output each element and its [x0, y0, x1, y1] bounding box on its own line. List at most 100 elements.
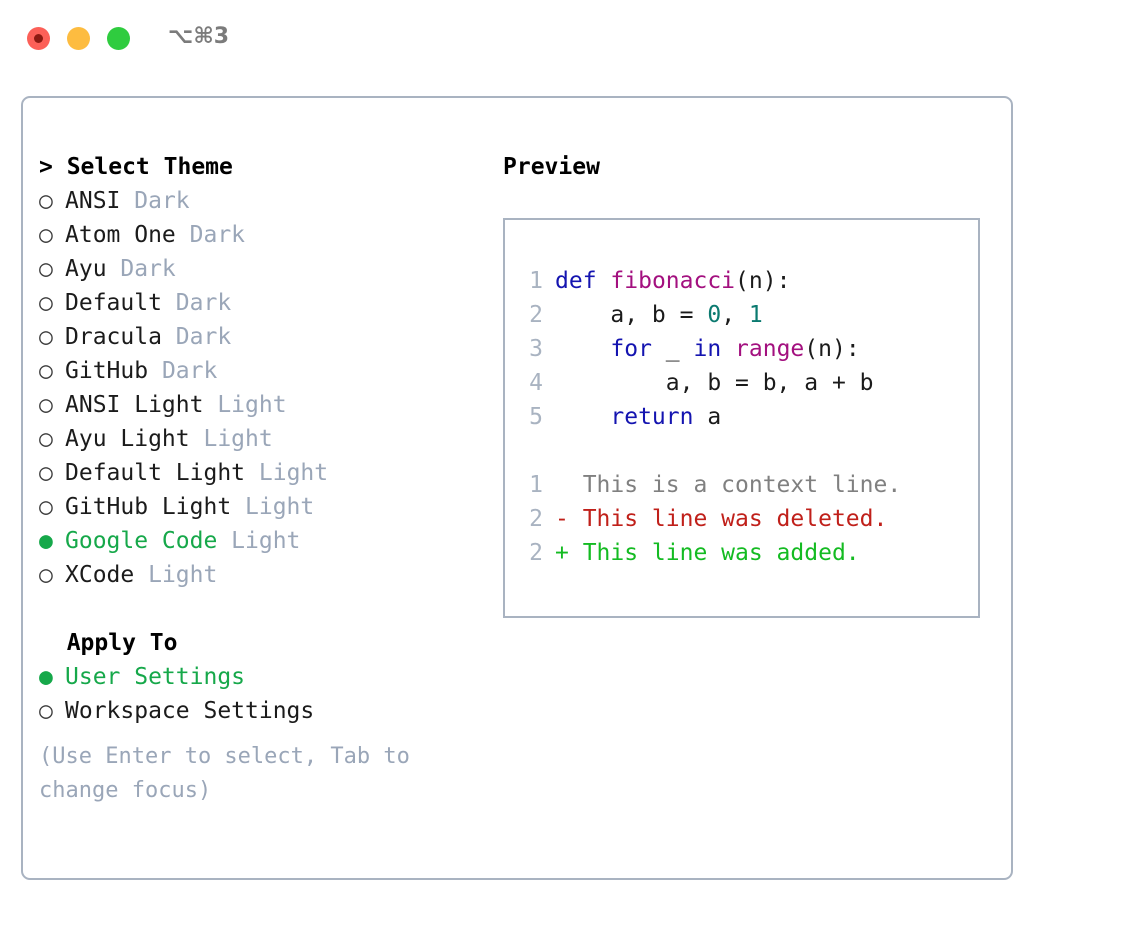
theme-option-label: XCode	[65, 562, 149, 588]
theme-option-tag: Light	[148, 562, 218, 588]
theme-option-github-light[interactable]: ○GitHub Light Light	[39, 490, 469, 524]
code-token	[555, 336, 610, 362]
code-token: a, b = b, a + b	[555, 370, 874, 396]
apply-to-option-label: Workspace Settings	[65, 698, 315, 724]
radio-unselected-icon: ○	[39, 290, 53, 316]
minimize-button[interactable]	[67, 27, 90, 50]
code-diff-separator	[519, 434, 901, 468]
theme-option-tag: Light	[231, 528, 301, 554]
theme-option-label: ANSI Light	[65, 392, 218, 418]
theme-option-label: Dracula	[65, 324, 176, 350]
theme-option-default[interactable]: ○ Default Dark	[39, 286, 469, 320]
line-number: 2	[529, 302, 543, 328]
line-number: 2	[529, 540, 543, 566]
line-number: 3	[529, 336, 543, 362]
preview-title: Preview	[503, 154, 600, 180]
apply-to-section: Apply To ● User Settings ○ Workspace Setting…	[39, 626, 469, 728]
code-token: 1	[748, 302, 763, 328]
theme-option-label: Default Light	[65, 460, 259, 486]
line-number: 1	[529, 268, 543, 294]
theme-option-tag: Dark	[134, 188, 190, 214]
radio-unselected-icon: ○	[39, 188, 53, 214]
radio-unselected-icon: ○	[39, 460, 53, 486]
theme-option-tag: Dark	[161, 358, 218, 384]
code-line: 3 for _ in range(n):	[519, 332, 901, 366]
close-button[interactable]	[27, 27, 50, 50]
radio-selected-icon: ●	[39, 528, 53, 554]
theme-option-ayu[interactable]: ○Ayu Dark	[39, 252, 469, 286]
diff-line-add: 2 + This line was added.	[519, 536, 901, 570]
code-token: def	[555, 268, 597, 294]
theme-picker-column: > Select Theme○ANSI Dark○Atom One Dark○A…	[39, 150, 469, 808]
theme-option-label: GitHub	[65, 358, 162, 384]
code-token: range	[735, 336, 805, 362]
theme-list-header: > Select Theme	[39, 154, 233, 180]
apply-to-option-workspace-settings[interactable]: ○ Workspace Settings	[39, 694, 469, 728]
radio-unselected-icon: ○	[39, 562, 53, 588]
theme-option-github[interactable]: ○ GitHub Dark	[39, 354, 469, 388]
code-token: return	[610, 404, 694, 430]
code-token: for	[610, 336, 652, 362]
theme-option-tag: Light	[217, 392, 287, 418]
theme-option-google-code[interactable]: ● Google Code Light	[39, 524, 469, 558]
radio-unselected-icon: ○	[39, 324, 53, 350]
radio-unselected-icon: ○	[39, 698, 53, 724]
theme-option-label: ANSI	[65, 188, 135, 214]
theme-list: > Select Theme○ANSI Dark○Atom One Dark○A…	[39, 150, 469, 592]
theme-option-ansi-light[interactable]: ○ ANSI Light Light	[39, 388, 469, 422]
code-token: a	[693, 404, 722, 430]
theme-option-ayu-light[interactable]: ○ Ayu Light Light	[39, 422, 469, 456]
radio-selected-icon: ●	[39, 664, 53, 690]
apply-to-header: Apply To	[39, 630, 178, 656]
code-token: in	[693, 336, 722, 362]
main-panel: > Select Theme○ANSI Dark○Atom One Dark○A…	[21, 96, 1013, 880]
line-number: 4	[529, 370, 543, 396]
theme-option-tag: Light	[203, 426, 273, 452]
code-line: 4 a, b = b, a + b	[519, 366, 901, 400]
radio-unselected-icon: ○	[39, 494, 53, 520]
theme-option-label: Google Code	[65, 528, 232, 554]
title-bar: ⌥⌘3	[0, 0, 1140, 78]
code-token: _	[651, 336, 694, 362]
theme-option-tag: Light	[258, 460, 329, 486]
diff-line-del: 2- This line was deleted.	[519, 502, 901, 536]
keyboard-hint-text: (Use Enter to select, Tab to change focu…	[39, 744, 410, 803]
radio-unselected-icon: ○	[39, 392, 53, 418]
theme-option-atom-one[interactable]: ○Atom One Dark	[39, 218, 469, 252]
code-token: (n):	[735, 268, 791, 294]
theme-option-tag: Dark	[175, 290, 232, 316]
theme-option-tag: Dark	[120, 256, 176, 282]
code-token: 0	[707, 302, 722, 328]
code-token	[555, 404, 610, 430]
code-token	[597, 268, 611, 294]
keyboard-shortcut-label: ⌥⌘3	[168, 24, 230, 49]
list-spacer	[39, 592, 469, 626]
code-line: 5 return a	[519, 400, 901, 434]
theme-option-label: Ayu	[65, 256, 121, 282]
theme-option-label: Default	[65, 290, 176, 316]
theme-option-dracula[interactable]: ○ Dracula Dark	[39, 320, 469, 354]
radio-unselected-icon: ○	[39, 426, 53, 452]
theme-option-label: Ayu Light	[65, 426, 204, 452]
theme-option-default-light[interactable]: ○ Default Light Light	[39, 456, 469, 490]
line-number: 1	[529, 472, 543, 498]
line-number: 2	[529, 506, 543, 532]
diff-line-text: This is a context line.	[555, 472, 902, 498]
apply-to-option-label: User Settings	[65, 664, 246, 690]
theme-option-label: GitHub Light	[65, 494, 246, 520]
diff-line-text: + This line was added.	[555, 540, 860, 566]
code-token: (n):	[804, 336, 860, 362]
radio-unselected-icon: ○	[39, 358, 53, 384]
code-token	[721, 336, 735, 362]
code-token: fibonacci	[610, 268, 736, 294]
maximize-button[interactable]	[107, 27, 130, 50]
theme-option-tag: Dark	[175, 324, 232, 350]
apply-to-option-user-settings[interactable]: ● User Settings	[39, 660, 469, 694]
theme-option-xcode[interactable]: ○ XCode Light	[39, 558, 469, 592]
code-token: a, b =	[555, 302, 708, 328]
theme-option-ansi[interactable]: ○ ANSI Dark	[39, 184, 469, 218]
